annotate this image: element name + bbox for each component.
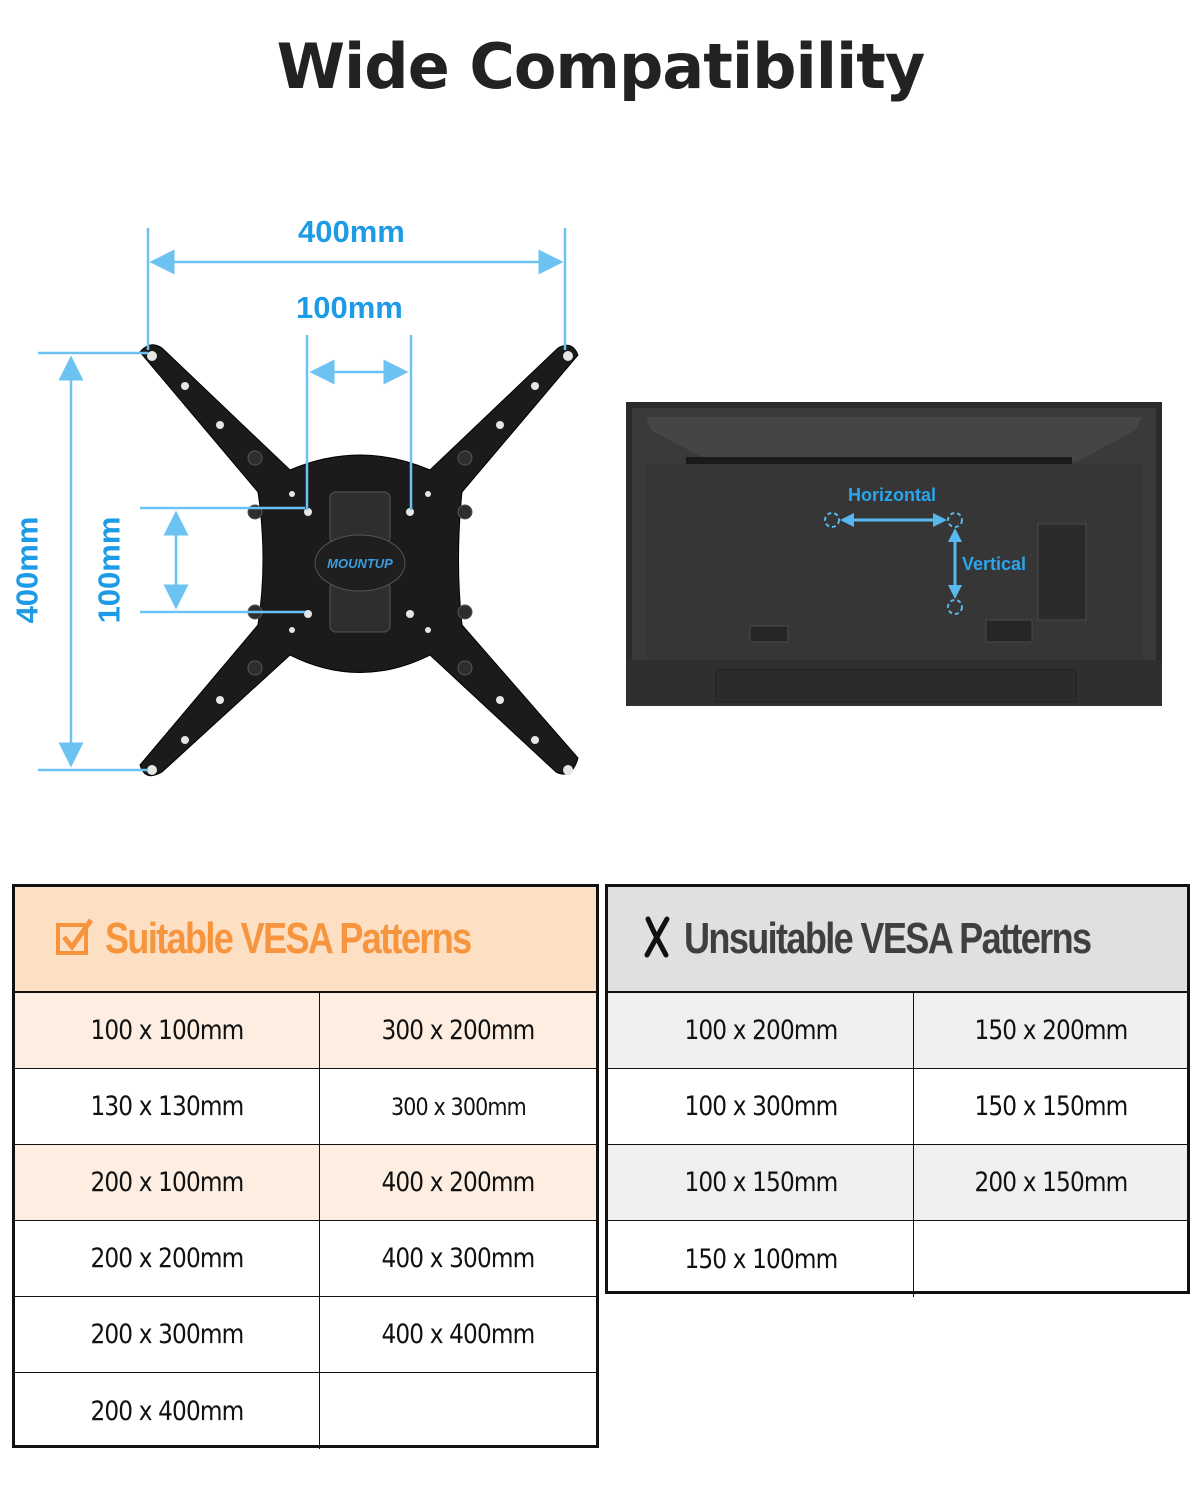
table-cell: 200 x 150mm — [974, 1167, 1128, 1198]
page-title: Wide Compatibility — [276, 30, 926, 103]
outer-height-label: 400mm — [9, 516, 45, 624]
inner-height-label: 100mm — [91, 516, 127, 624]
unsuitable-table-title: Unsuitable VESA Patterns — [684, 914, 1092, 963]
outer-width-label: 400mm — [298, 214, 405, 249]
table-cell: 300 x 200mm — [381, 1015, 536, 1046]
table-cell: 150 x 150mm — [974, 1091, 1128, 1122]
table-cell: 200 x 200mm — [15, 1221, 320, 1296]
table-cell: 150 x 100mm — [608, 1221, 914, 1297]
table-row: 130 x 130mm 300 x 300mm — [15, 1069, 596, 1145]
unsuitable-table-header: Unsuitable VESA Patterns — [608, 887, 1187, 993]
suitable-table-header: Suitable VESA Patterns — [15, 887, 596, 993]
table-cell: 100 x 100mm — [15, 993, 320, 1068]
table-cell: 100 x 200mm — [608, 993, 914, 1068]
table-row: 200 x 300mm 400 x 400mm — [15, 1297, 596, 1373]
horizontal-label: Horizontal — [848, 485, 936, 505]
table-row: 200 x 200mm 400 x 300mm — [15, 1221, 596, 1297]
table-cell: 150 x 200mm — [974, 1015, 1128, 1046]
table-cell — [914, 1221, 1187, 1297]
bracket-illustration: MOUNTUP — [38, 228, 579, 777]
mount-bracket-diagram: MOUNTUP 400mm 100mm 400mm 100mm — [0, 200, 600, 800]
table-row: 100 x 150mm 200 x 150mm — [608, 1145, 1187, 1221]
inner-width-label: 100mm — [296, 290, 403, 325]
brand-logo: MOUNTUP — [327, 556, 393, 571]
table-row: 100 x 200mm 150 x 200mm — [608, 993, 1187, 1069]
table-cell: 100 x 300mm — [608, 1069, 914, 1144]
suitable-table-title: Suitable VESA Patterns — [105, 914, 472, 963]
table-row: 150 x 100mm — [608, 1221, 1187, 1297]
tv-back-illustration: Horizontal Vertical — [626, 402, 1162, 706]
table-cell: 200 x 400mm — [15, 1373, 320, 1449]
table-cell: 400 x 200mm — [381, 1167, 536, 1198]
unsuitable-vesa-table: Unsuitable VESA Patterns 100 x 200mm 150… — [605, 884, 1190, 1297]
checkbox-checked-icon — [55, 917, 95, 962]
table-row: 200 x 400mm — [15, 1373, 596, 1449]
table-cell: 100 x 150mm — [608, 1145, 914, 1220]
table-cell: 130 x 130mm — [15, 1069, 320, 1144]
table-row: 100 x 100mm 300 x 200mm — [15, 993, 596, 1069]
table-cell: 300 x 300mm — [390, 1092, 527, 1121]
suitable-vesa-table: Suitable VESA Patterns 100 x 100mm 300 x… — [12, 884, 599, 1449]
table-cell: 200 x 100mm — [15, 1145, 320, 1220]
table-cell: 400 x 400mm — [381, 1319, 536, 1350]
table-row: 200 x 100mm 400 x 200mm — [15, 1145, 596, 1221]
table-row: 100 x 300mm 150 x 150mm — [608, 1069, 1187, 1145]
table-cell: 400 x 300mm — [381, 1243, 536, 1274]
table-cell — [320, 1373, 596, 1449]
vertical-label: Vertical — [962, 554, 1027, 574]
x-mark-icon — [640, 915, 674, 964]
table-cell: 200 x 300mm — [15, 1297, 320, 1372]
